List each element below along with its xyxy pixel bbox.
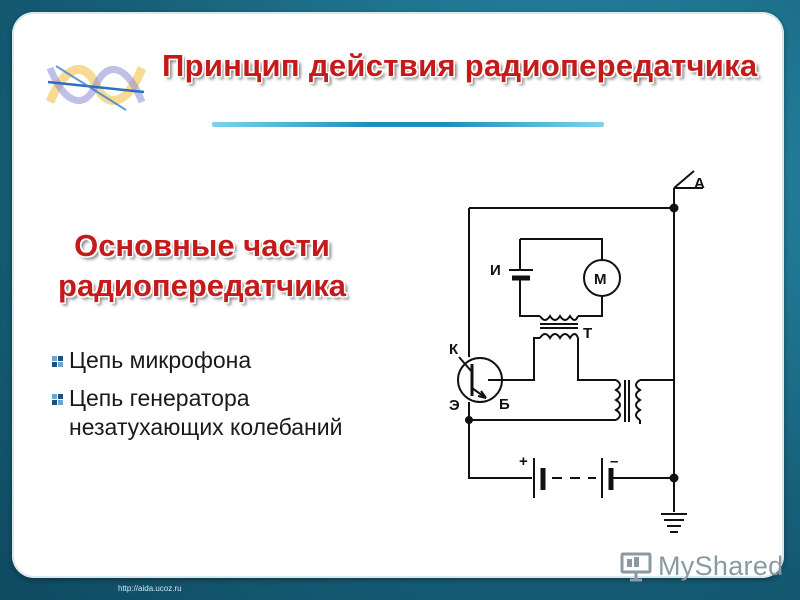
generator-coil-left — [614, 379, 621, 421]
transistor-arrow — [477, 390, 487, 399]
label-microphone: М — [594, 271, 607, 288]
section-heading: Основные части радиопередатчика — [42, 226, 362, 306]
junction-node — [465, 416, 473, 424]
label-base: Б — [499, 396, 510, 413]
wire-base-to-secondary — [502, 337, 540, 381]
label-plus: + — [519, 453, 528, 470]
slide-title: Принцип действия радиопередатчика — [162, 48, 758, 83]
ground-icon — [661, 513, 687, 533]
antenna-arm-1 — [673, 170, 695, 189]
transformer-primary — [539, 314, 579, 321]
mic-loop-right — [578, 296, 603, 317]
section-heading-line1: Основные части — [74, 228, 330, 263]
bullet-square-icon — [52, 356, 64, 368]
mic-loop-left-lower — [519, 278, 540, 317]
mic-loop-top — [520, 238, 603, 260]
wire-emitter-to-battery — [468, 402, 532, 479]
list-item: Цепь микрофона — [52, 346, 392, 375]
label-antenna: А — [694, 175, 705, 192]
label-minus: – — [610, 453, 618, 470]
transistor-collector-lead — [458, 356, 473, 373]
generator-coil-right — [635, 379, 642, 421]
bullet-list: Цепь микрофона Цепь генератора незатухаю… — [52, 346, 392, 451]
microphone-symbol — [583, 259, 621, 297]
label-source: И — [490, 262, 501, 279]
myshared-brand: MyShared — [620, 548, 783, 584]
label-emitter: Э — [449, 397, 460, 414]
presentation-screen-icon — [620, 552, 652, 582]
footer-url: http://aida.ucoz.ru — [118, 584, 182, 593]
slide-panel: Принцип действия радиопередатчика Основн… — [12, 12, 784, 582]
bullet-square-icon — [52, 394, 64, 406]
bullet-text: Цепь микрофона — [69, 347, 252, 373]
label-collector: К — [449, 341, 459, 358]
label-transformer: Т — [583, 325, 592, 342]
title-divider — [212, 122, 604, 127]
transformer-secondary — [539, 333, 579, 340]
list-item: Цепь генератора незатухающих колебаний — [52, 384, 392, 442]
section-heading-line2: радиопередатчика — [58, 268, 346, 303]
bullet-text: Цепь генератора незатухающих колебаний — [69, 385, 343, 440]
wave-logo-icon — [46, 65, 146, 111]
wire-secondary-to-coil — [577, 338, 616, 381]
brand-name: MyShared — [658, 550, 784, 581]
transmitter-circuit-diagram: А М И Т К Э Б — [449, 170, 705, 533]
